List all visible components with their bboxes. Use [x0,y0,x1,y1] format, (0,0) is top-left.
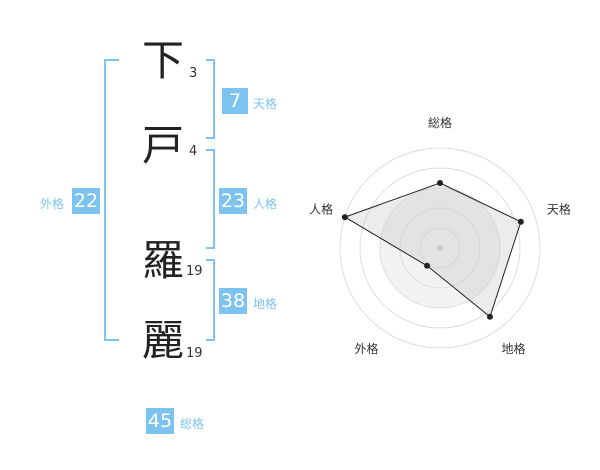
radar-axis-label-0: 総格 [428,115,452,130]
radar-point-4 [341,214,348,221]
radar-axis-label-2: 地格 [501,341,525,356]
radar-point-3 [424,262,431,269]
stroke-count-2: 4 [189,144,198,159]
tenkaku-label: 天格 [253,97,278,111]
jinkaku-bracket [206,149,215,249]
gaikaku-value: 22 [72,188,100,214]
radar-ring [339,147,541,349]
tenkaku-bracket [206,59,215,139]
radar-axis-label-4: 人格 [309,201,333,216]
jinkaku-label: 人格 [253,197,278,211]
name-char-2: 戸 [142,121,185,170]
radar-axis-label-3: 外格 [355,341,379,356]
name-char-3: 羅 [142,236,185,285]
radar-axis-label-1: 天格 [547,201,571,216]
gaikaku-bracket [104,59,119,341]
chikaku-label: 地格 [253,297,278,311]
radar-point-0 [437,180,443,186]
radar-ring [359,167,521,329]
soukaku-label: 総格 [180,417,205,431]
radar-center-dot [437,245,443,251]
chikaku-bracket [206,259,215,341]
soukaku-value: 45 [146,408,174,434]
radar-point-2 [486,313,493,320]
stroke-count-4: 19 [186,346,203,361]
name-char-4: 麗 [142,316,185,365]
chikaku-value: 38 [219,288,247,314]
radar-series-polygon [343,182,522,318]
stroke-count-3: 19 [186,264,203,279]
tenkaku-value: 7 [222,88,248,114]
jinkaku-value: 23 [219,188,247,214]
radar-point-1 [517,218,524,225]
stroke-count-1: 3 [189,66,198,81]
name-char-1: 下 [142,36,185,85]
gaikaku-label: 外格 [40,197,65,211]
